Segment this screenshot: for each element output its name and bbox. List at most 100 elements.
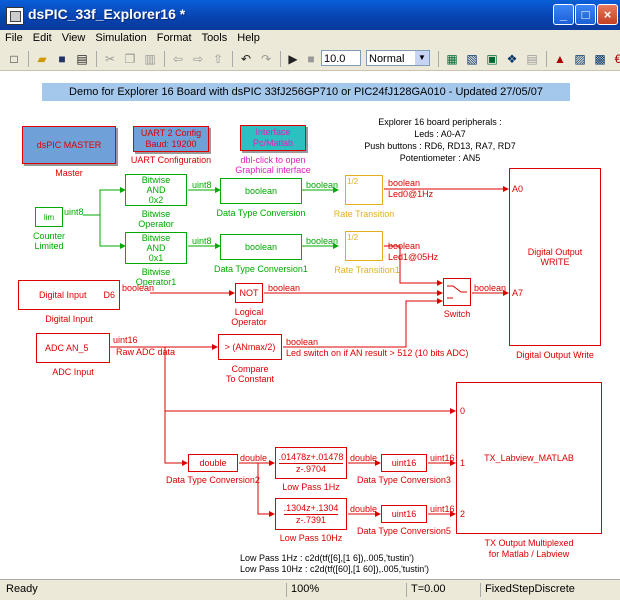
signal-wires bbox=[83, 186, 509, 517]
dout-line-1: Digital Output bbox=[527, 247, 583, 257]
counter-port-label: lim bbox=[43, 212, 55, 222]
close-button[interactable]: × bbox=[597, 4, 618, 25]
print-icon[interactable]: ▤ bbox=[76, 52, 88, 66]
rt1-caption: Rate Transition bbox=[333, 209, 395, 219]
open-icon[interactable]: ▰ bbox=[37, 52, 47, 66]
info-line-4: Potentiometer : AN5 bbox=[399, 153, 481, 163]
menu-format[interactable]: Format bbox=[156, 32, 192, 44]
compare-to-constant-block[interactable]: > (ANmax/2) bbox=[218, 334, 282, 360]
lp2-den: z-.7391 bbox=[295, 515, 327, 525]
interface-pc-matlab-block[interactable]: Interface Pc/Matlab bbox=[240, 125, 306, 151]
lp2-num: .1304z+.1304 bbox=[283, 503, 339, 515]
model-canvas[interactable]: Demo for Explorer 16 Board with dsPIC 33… bbox=[0, 71, 620, 579]
menu-edit[interactable]: Edit bbox=[32, 32, 52, 44]
forward-icon[interactable]: ⇨ bbox=[192, 52, 204, 66]
save-icon[interactable]: ■ bbox=[58, 52, 66, 66]
dtc3-caption: Data Type Conversion2 bbox=[166, 475, 260, 485]
bitwise-and-0x2-block[interactable]: Bitwise AND 0x2 bbox=[125, 174, 187, 206]
title-bar: dsPIC_33f_Explorer16 * _ □ × bbox=[0, 0, 620, 30]
menu-simulation[interactable]: Simulation bbox=[95, 32, 147, 44]
stop-time-input[interactable]: 10.0 bbox=[321, 50, 361, 66]
counter-limited-block[interactable]: lim bbox=[35, 207, 63, 227]
paste-icon[interactable]: ▥ bbox=[144, 52, 156, 66]
model-explorer-icon[interactable]: ▣ bbox=[486, 52, 498, 66]
copy-icon[interactable]: ❐ bbox=[124, 52, 136, 66]
redo-icon[interactable]: ↷ bbox=[260, 52, 272, 66]
din-text: Digital Input bbox=[39, 290, 87, 300]
lp1-caption: Low Pass 1Hz bbox=[282, 482, 340, 492]
rate-transition-block[interactable]: 1/2 bbox=[345, 175, 383, 205]
maximize-button[interactable]: □ bbox=[575, 4, 596, 25]
low-pass-10hz-block[interactable]: .1304z+.1304 z-.7391 bbox=[275, 498, 347, 530]
chevron-down-icon[interactable]: ▼ bbox=[415, 51, 429, 65]
rt1-tag: 1/2 bbox=[347, 177, 359, 186]
data-type-conversion3-block[interactable]: uint16 bbox=[381, 454, 427, 472]
undo-icon[interactable]: ↶ bbox=[240, 52, 252, 66]
simulink-app-icon[interactable] bbox=[6, 7, 24, 25]
dtc2-caption: Data Type Conversion1 bbox=[214, 264, 308, 274]
data-type-conversion2-block[interactable]: double bbox=[188, 454, 238, 472]
signal-double-2: double bbox=[350, 453, 378, 463]
cut-icon[interactable]: ✂ bbox=[104, 52, 116, 66]
signal-uint8-a: uint8 bbox=[192, 180, 212, 190]
data-type-conversion5-block[interactable]: uint16 bbox=[381, 505, 427, 523]
model-advisor-icon[interactable]: ▨ bbox=[574, 52, 586, 66]
bw1-caption-2: Operator bbox=[138, 219, 174, 229]
more-tools-icon[interactable]: € bbox=[614, 52, 620, 66]
up-icon[interactable]: ⇧ bbox=[212, 52, 224, 66]
dtc1-caption: Data Type Conversion bbox=[216, 208, 306, 218]
bw2-line-1: Bitwise bbox=[141, 233, 171, 243]
rate-transition1-block[interactable]: 1/2 bbox=[345, 231, 383, 261]
switch-block[interactable] bbox=[443, 278, 471, 306]
tx-labview-matlab-block[interactable]: TX_Labview_MATLAB bbox=[456, 382, 602, 534]
menu-help[interactable]: Help bbox=[237, 32, 260, 44]
low-pass-1hz-block[interactable]: .01478z+.01478 z-.9704 bbox=[275, 447, 347, 479]
menu-tools[interactable]: Tools bbox=[201, 32, 228, 44]
simulation-mode-select[interactable]: Normal ▼ bbox=[366, 50, 430, 66]
dtc4-caption: Data Type Conversion3 bbox=[357, 475, 451, 485]
lp1-num: .01478z+.01478 bbox=[278, 452, 344, 464]
signal-led-switch: Led switch on if AN result > 512 (10 bit… bbox=[286, 348, 469, 358]
switch-caption: Switch bbox=[443, 309, 471, 319]
toolbar: □ ▰ ■ ▤ ✂ ❐ ▥ ⇦ ⇨ ⇧ ↶ ↷ ▶ ■ 10.0 Normal ▼… bbox=[0, 48, 620, 71]
cmp-caption-1: Compare bbox=[231, 364, 269, 374]
counter-caption-2: Limited bbox=[34, 241, 64, 251]
signal-uint16-a: uint16 bbox=[113, 335, 138, 345]
adc-an5-block[interactable]: ADC AN_5 bbox=[36, 333, 110, 363]
uart-config-block[interactable]: UART 2 Config Baud: 19200 bbox=[133, 126, 209, 152]
bitwise-and-0x1-block[interactable]: Bitwise AND 0x1 bbox=[125, 232, 187, 264]
bw1-line-2: AND bbox=[146, 185, 166, 195]
logical-not-block[interactable]: NOT bbox=[235, 283, 263, 303]
zoom-icon[interactable]: ▩ bbox=[594, 52, 606, 66]
tx-caption-1: TX Output Multiplexed bbox=[484, 538, 574, 548]
build-icon[interactable]: ▦ bbox=[446, 52, 458, 66]
start-simulation-icon[interactable]: ▶ bbox=[288, 52, 298, 66]
din-caption: Digital Input bbox=[45, 314, 93, 324]
digital-output-write-block[interactable]: Digital Output WRITE bbox=[509, 168, 601, 346]
info-line-3: Push buttons : RD6, RD13, RA7, RD7 bbox=[364, 141, 516, 151]
simulation-mode-value: Normal bbox=[369, 53, 405, 65]
bw1-line-3: 0x2 bbox=[148, 195, 164, 205]
menu-file[interactable]: File bbox=[5, 32, 23, 44]
minimize-button[interactable]: _ bbox=[553, 4, 574, 25]
stop-simulation-icon[interactable]: ■ bbox=[307, 52, 315, 66]
library-browser-icon[interactable]: ▲ bbox=[554, 52, 566, 66]
data-type-conversion1-block[interactable]: boolean bbox=[220, 234, 302, 260]
debugger-icon[interactable]: ❖ bbox=[506, 52, 518, 66]
digital-input-block[interactable]: Digital Input D6 bbox=[18, 280, 120, 310]
signal-boolean-6: boolean bbox=[268, 283, 301, 293]
signal-boolean-4: boolean bbox=[388, 241, 421, 251]
din-port: D6 bbox=[103, 290, 115, 300]
signal-uint8-b: uint8 bbox=[192, 236, 212, 246]
menu-view[interactable]: View bbox=[61, 32, 86, 44]
status-bar: Ready 100% T=0.00 FixedStepDiscrete bbox=[0, 579, 620, 600]
new-icon[interactable]: □ bbox=[10, 52, 18, 66]
status-time: T=0.00 bbox=[406, 583, 479, 597]
uart-line-1: UART 2 Config bbox=[140, 128, 202, 138]
library-icon[interactable]: ▤ bbox=[526, 52, 538, 66]
data-type-conversion-block[interactable]: boolean bbox=[220, 178, 302, 204]
window-title: dsPIC_33f_Explorer16 * bbox=[28, 6, 186, 22]
dspic-master-block[interactable]: dsPIC MASTER bbox=[22, 126, 116, 164]
back-icon[interactable]: ⇦ bbox=[172, 52, 184, 66]
update-diagram-icon[interactable]: ▧ bbox=[466, 52, 478, 66]
